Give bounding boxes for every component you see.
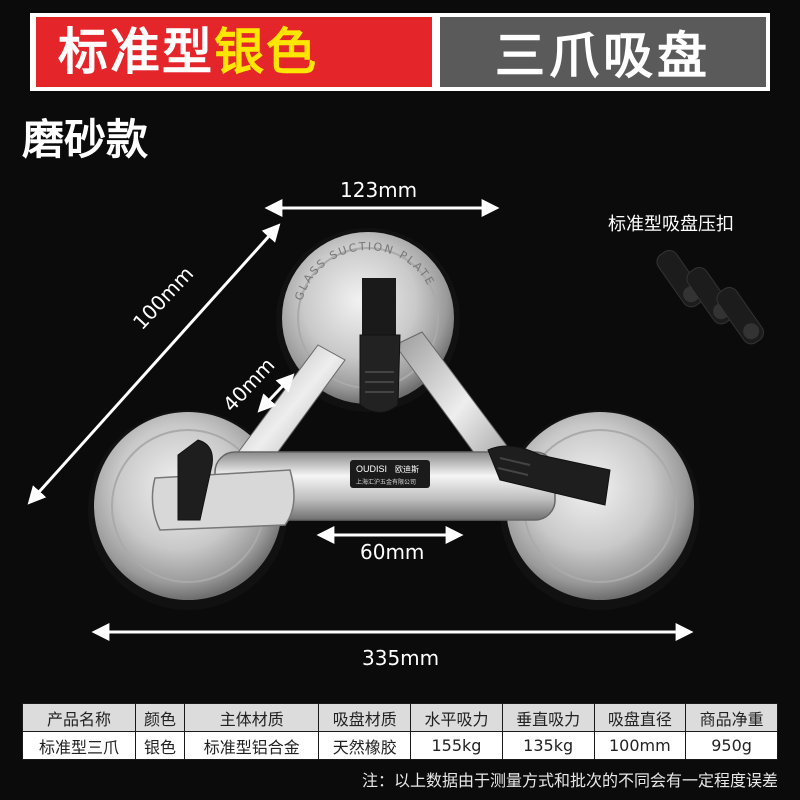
spec-header-cell: 吸盘直径 (593, 703, 687, 732)
product-illustration: GLASS SUCTION PLATE OUDISI 欧迪斯 上海汇沪五金有限公… (27, 199, 764, 641)
dim-arrow-pad (257, 373, 295, 413)
title-standard-type: 标准型 (58, 23, 214, 81)
spec-value-cell: 135kg (501, 731, 595, 760)
dim-arrow-diagonal (27, 223, 281, 505)
spec-header-cell: 商品净重 (685, 703, 778, 732)
spec-header-cell: 颜色 (134, 703, 186, 732)
spec-value-cell: 银色 (134, 731, 186, 760)
spec-value-row: 标准型三爪 银色 标准型铝合金 天然橡胶 155kg 135kg 100mm 9… (22, 731, 778, 760)
company-label: 上海汇沪五金有限公司 (356, 478, 416, 486)
title-banner-grey: 三爪吸盘 (440, 17, 766, 87)
spec-header-row: 产品名称 颜色 主体材质 吸盘材质 水平吸力 垂直吸力 吸盘直径 商品净重 (22, 703, 778, 732)
lever-top (359, 278, 401, 413)
spec-header-cell: 吸盘材质 (318, 703, 412, 732)
dim-label-top: 123mm (340, 178, 418, 202)
brand-label-cn: 欧迪斯 (395, 464, 419, 474)
spec-value-cell: 天然橡胶 (318, 731, 412, 760)
spec-value-cell: 标准型三爪 (22, 731, 136, 760)
title-three-claw-suction: 三爪吸盘 (495, 27, 711, 85)
spec-header-cell: 产品名称 (22, 703, 136, 732)
spec-header-cell: 主体材质 (184, 703, 320, 732)
lever-right (487, 445, 611, 506)
spec-value-cell: 标准型铝合金 (184, 731, 320, 760)
clips-label: 标准型吸盘压扣 (608, 214, 734, 235)
left-cup-holder (151, 469, 295, 531)
spec-value-cell: 100mm (593, 731, 687, 760)
brand-label: OUDISI (356, 464, 387, 474)
disclaimer-note: 注：以上数据由于测量方式和批次的不同会有一定程度误差 (361, 771, 778, 790)
spec-value-cell: 155kg (410, 731, 503, 760)
subtitle-frosted: 磨砂款 (22, 115, 149, 164)
spec-header-cell: 垂直吸力 (501, 703, 595, 732)
dim-label-total: 335mm (362, 646, 440, 670)
spec-header-cell: 水平吸力 (410, 703, 503, 732)
spec-value-cell: 950g (685, 731, 778, 760)
suction-clip-3 (716, 287, 764, 345)
dim-label-handle: 60mm (360, 540, 425, 564)
title-silver: 银色 (214, 23, 318, 81)
title-banner-red: 标准型 银色 (36, 17, 432, 87)
spec-table: 产品名称 颜色 主体材质 吸盘材质 水平吸力 垂直吸力 吸盘直径 商品净重 标准… (22, 703, 778, 760)
